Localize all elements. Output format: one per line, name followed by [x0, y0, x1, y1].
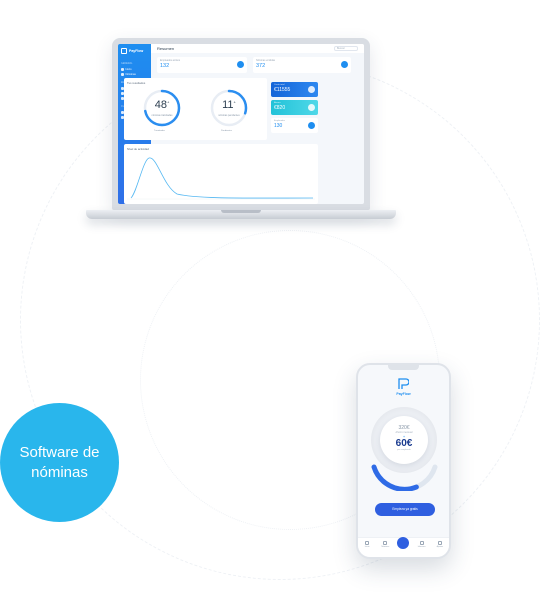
kpi-value: €820 — [274, 105, 286, 111]
stat-value: 132 — [160, 63, 170, 69]
kpi-value: 130 — [274, 123, 283, 129]
gauge-pending: 11+ nóminas pendientes — [209, 88, 249, 128]
gauge-label: nóminas tramitadas — [151, 114, 173, 117]
document-icon — [383, 541, 388, 545]
kpi-value: €11555 — [274, 87, 291, 93]
app-header: Resumen Buscar — [151, 44, 364, 53]
laptop-base — [86, 210, 396, 219]
chart-icon — [419, 541, 424, 545]
activity-chart — [127, 157, 315, 200]
phone-tab-bar: Inicio Nóminas Informes Ajustes — [358, 537, 449, 557]
progress-slider-fill — [371, 464, 438, 491]
savings-dial-center: 320€ Ahorro mensual + 60€ por empleado — [380, 416, 428, 464]
progress-slider[interactable] — [368, 463, 441, 491]
document-icon — [121, 73, 124, 76]
kpi-card-savings: Ahorro €820 — [271, 100, 318, 115]
logo-icon — [121, 48, 127, 54]
laptop-notch — [221, 210, 261, 213]
chart-icon — [121, 92, 124, 95]
savings-amount: 320€ — [398, 425, 410, 431]
kpi-card-employees: Empleados 130 — [271, 118, 318, 133]
page-title: Resumen — [157, 46, 175, 51]
home-icon — [365, 541, 370, 545]
savings-dial: 320€ Ahorro mensual + 60€ por empleado — [371, 407, 437, 473]
sidebar-item-inicio[interactable]: Inicio — [121, 67, 148, 72]
help-icon — [121, 111, 124, 114]
stat-label: Nóminas emitidas — [256, 59, 275, 62]
app-logo: PayFlow — [121, 48, 148, 54]
stat-card-employees: Empleados activos 132 — [157, 57, 247, 73]
laptop-mockup: PayFlow General Inicio Nóminas Empresa C… — [112, 38, 370, 210]
stat-value: 372 — [256, 63, 266, 69]
gear-icon — [121, 97, 124, 100]
panel-title: Nivel de actividad — [127, 147, 149, 151]
home-icon — [121, 68, 124, 71]
stat-label: Empleados activos — [160, 59, 181, 62]
tab-main[interactable] — [396, 537, 410, 550]
tab-ajustes[interactable]: Ajustes — [433, 541, 447, 548]
phone-notch — [388, 365, 419, 370]
kpi-label: Ahorro — [274, 102, 281, 104]
activity-line — [130, 157, 314, 199]
logout-icon — [121, 116, 124, 119]
logo-icon — [398, 378, 409, 389]
gauge-progress — [143, 89, 181, 127]
sidebar-item-nominas[interactable]: Nóminas — [121, 72, 148, 77]
users-icon — [308, 122, 315, 129]
users-icon — [121, 87, 124, 90]
gauge-value: 11+ — [222, 99, 236, 111]
document-icon — [341, 61, 348, 68]
check-icon — [308, 86, 315, 93]
gauge-ring — [143, 89, 181, 127]
sidebar-section-label: General — [121, 62, 133, 65]
gauge-progress — [210, 89, 248, 127]
stat-card-payrolls: Nóminas emitidas 372 — [253, 57, 351, 73]
search-input[interactable]: Buscar — [334, 46, 358, 51]
clock-icon — [308, 104, 315, 111]
savings-amount-label: Ahorro mensual — [395, 431, 413, 434]
phone-mockup: PayFlow 320€ Ahorro mensual + 60€ por em… — [356, 363, 451, 559]
plus-sign: + — [402, 434, 406, 439]
kpi-label: Empleados — [274, 120, 285, 122]
kpi-label: Coste total — [274, 84, 285, 86]
gauge-ring — [210, 89, 248, 127]
tab-inicio[interactable]: Inicio — [360, 541, 374, 548]
activity-chart-panel: Nivel de actividad — [124, 144, 318, 204]
gauge-legend: Tramitadas — [154, 130, 165, 132]
phone-brand: PayFlow — [396, 392, 411, 396]
gauge-label: nóminas pendientes — [218, 114, 240, 117]
users-icon — [237, 61, 244, 68]
per-employee-value: 60€ — [395, 438, 413, 449]
results-panel: Tus resultados 48+ nóminas tramitadas Tr… — [124, 78, 267, 140]
laptop-screen: PayFlow General Inicio Nóminas Empresa C… — [118, 44, 364, 204]
gear-icon — [437, 541, 442, 545]
gauge-processed: 48+ nóminas tramitadas — [142, 88, 182, 128]
start-free-button[interactable]: Empieza ya gratis — [375, 503, 435, 516]
kpi-card-cost: Coste total €11555 — [271, 82, 318, 97]
panel-title: Tus resultados — [127, 81, 146, 85]
gauge-value: 48+ — [154, 99, 170, 111]
app-brand: PayFlow — [129, 49, 144, 53]
app-main: Resumen Buscar Empleados activos 132 Nóm… — [151, 44, 364, 204]
logo-icon — [397, 537, 410, 549]
tab-nominas[interactable]: Nóminas — [378, 541, 392, 548]
kpi-cards: Coste total €11555 Ahorro €820 Empleados… — [271, 82, 318, 136]
gauge-legend: Pendientes — [221, 130, 232, 132]
tab-informes[interactable]: Informes — [415, 541, 429, 548]
per-employee-label: por empleado — [397, 449, 411, 451]
stat-row: Empleados activos 132 Nóminas emitidas 3… — [157, 57, 358, 75]
